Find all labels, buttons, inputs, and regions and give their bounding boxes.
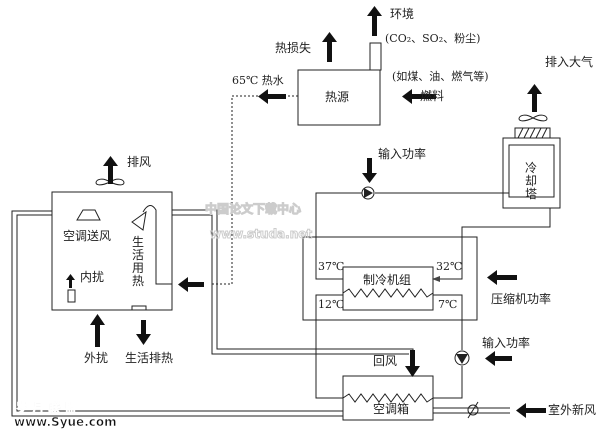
- domestic-heat-label-4: 热: [132, 274, 144, 288]
- chiller-coil: [342, 288, 434, 298]
- watermark-cn-site: 中国论文下载中心: [205, 201, 301, 216]
- return-air-arrow-icon: [405, 350, 420, 377]
- cooling-tower-inner: [508, 144, 555, 198]
- domestic-exhaust-arrow-icon: [136, 320, 151, 345]
- temp-12-label: 12℃: [318, 298, 344, 311]
- chilled-water-supply: [433, 294, 463, 399]
- pump2-icon: [454, 350, 470, 366]
- environment-label: 环境: [390, 6, 414, 21]
- chiller-label: 制冷机组: [363, 273, 411, 287]
- cooling-tower-label-3: 塔: [525, 187, 537, 201]
- external-load-label: 外扰: [84, 351, 108, 365]
- tower-fill: [514, 127, 551, 139]
- internal-load-source: [67, 289, 76, 303]
- ahu-label: 空调箱: [373, 401, 409, 416]
- supply-duct-inner: [16, 214, 343, 412]
- cooling-tower-label-2: 却: [525, 174, 537, 188]
- watermark-syue-url: www.Syue.com: [14, 415, 117, 429]
- emissions-arrow-icon: [367, 6, 382, 36]
- ahu-coil: [342, 393, 434, 403]
- pump1-input-power-label: 输入功率: [378, 146, 426, 161]
- condenser-line-37: [315, 192, 362, 280]
- supply-duct-outer: [11, 210, 343, 417]
- domestic-heat-label-1: 生: [132, 235, 144, 249]
- chiller-plant-boundary: [302, 236, 478, 321]
- hot-water-label: 65℃ 热水: [232, 74, 284, 87]
- chiller-box: [342, 266, 434, 311]
- room-box: [51, 191, 173, 311]
- domestic-exhaust-heat-label: 生活排热: [125, 351, 173, 365]
- tower-fan-icon: [518, 114, 548, 122]
- chimney: [369, 42, 382, 71]
- heat-loss-label: 热损失: [275, 40, 311, 55]
- internal-load-label: 内扰: [80, 270, 104, 284]
- heat-source-box: [297, 69, 381, 126]
- hot-water-arrow-icon: [258, 89, 286, 104]
- return-air-label: 回风: [373, 354, 397, 368]
- pump2-input-power-label: 输入功率: [482, 335, 530, 350]
- internal-load-arrow-icon: [66, 274, 75, 288]
- outdoor-air-arrow-icon: [516, 403, 546, 418]
- damper-icon: [467, 404, 479, 416]
- heat-loss-arrow-icon: [322, 32, 337, 62]
- temp-7-label: 7℃: [438, 298, 457, 311]
- pump1-icon: [361, 186, 375, 200]
- outdoor-air-label: 室外新风: [548, 402, 596, 417]
- pump1-power-arrow-icon: [362, 158, 377, 183]
- supply-diffuser-icon: [76, 209, 101, 221]
- chilled-water-return: [315, 294, 343, 399]
- exhaust-arrow-icon: [103, 156, 118, 184]
- domestic-heat-arrow-icon: [178, 277, 204, 292]
- drain: [131, 305, 147, 311]
- watermark-cn-url: www.studa.net: [210, 227, 312, 241]
- fuel-label: 燃料: [420, 88, 444, 103]
- pump2-power-arrow-icon: [485, 351, 512, 366]
- atmosphere-arrow-icon: [527, 84, 542, 112]
- hot-water-line: [210, 95, 298, 285]
- compressor-power-arrow-icon: [487, 270, 517, 285]
- heat-source-label: 热源: [325, 90, 349, 104]
- emissions-label: (CO₂、SO₂、粉尘): [385, 32, 480, 45]
- ac-supply-label: 空调送风: [63, 228, 111, 243]
- condenser-line-from-tower: [432, 208, 551, 282]
- temp-37-label: 37℃: [318, 260, 344, 273]
- watermark-syue: 岁 月 联 盟: [16, 400, 77, 415]
- temp-32-label: 32℃: [436, 260, 462, 273]
- shower-icon: [131, 205, 172, 285]
- exhaust-to-atmosphere-label: 排入大气: [545, 54, 593, 69]
- domestic-heat-label-3: 用: [132, 261, 144, 275]
- domestic-heat-label-2: 活: [132, 248, 144, 262]
- external-load-arrow-icon: [90, 314, 105, 347]
- compressor-power-label: 压缩机功率: [491, 291, 551, 306]
- fuel-arrow-icon: [402, 89, 436, 104]
- cooling-tower-label-1: 冷: [525, 161, 537, 175]
- exhaust-label: 排风: [127, 155, 151, 169]
- fuel-examples-label: (如煤、油、燃气等): [392, 69, 489, 83]
- return-duct-inner: [172, 214, 409, 355]
